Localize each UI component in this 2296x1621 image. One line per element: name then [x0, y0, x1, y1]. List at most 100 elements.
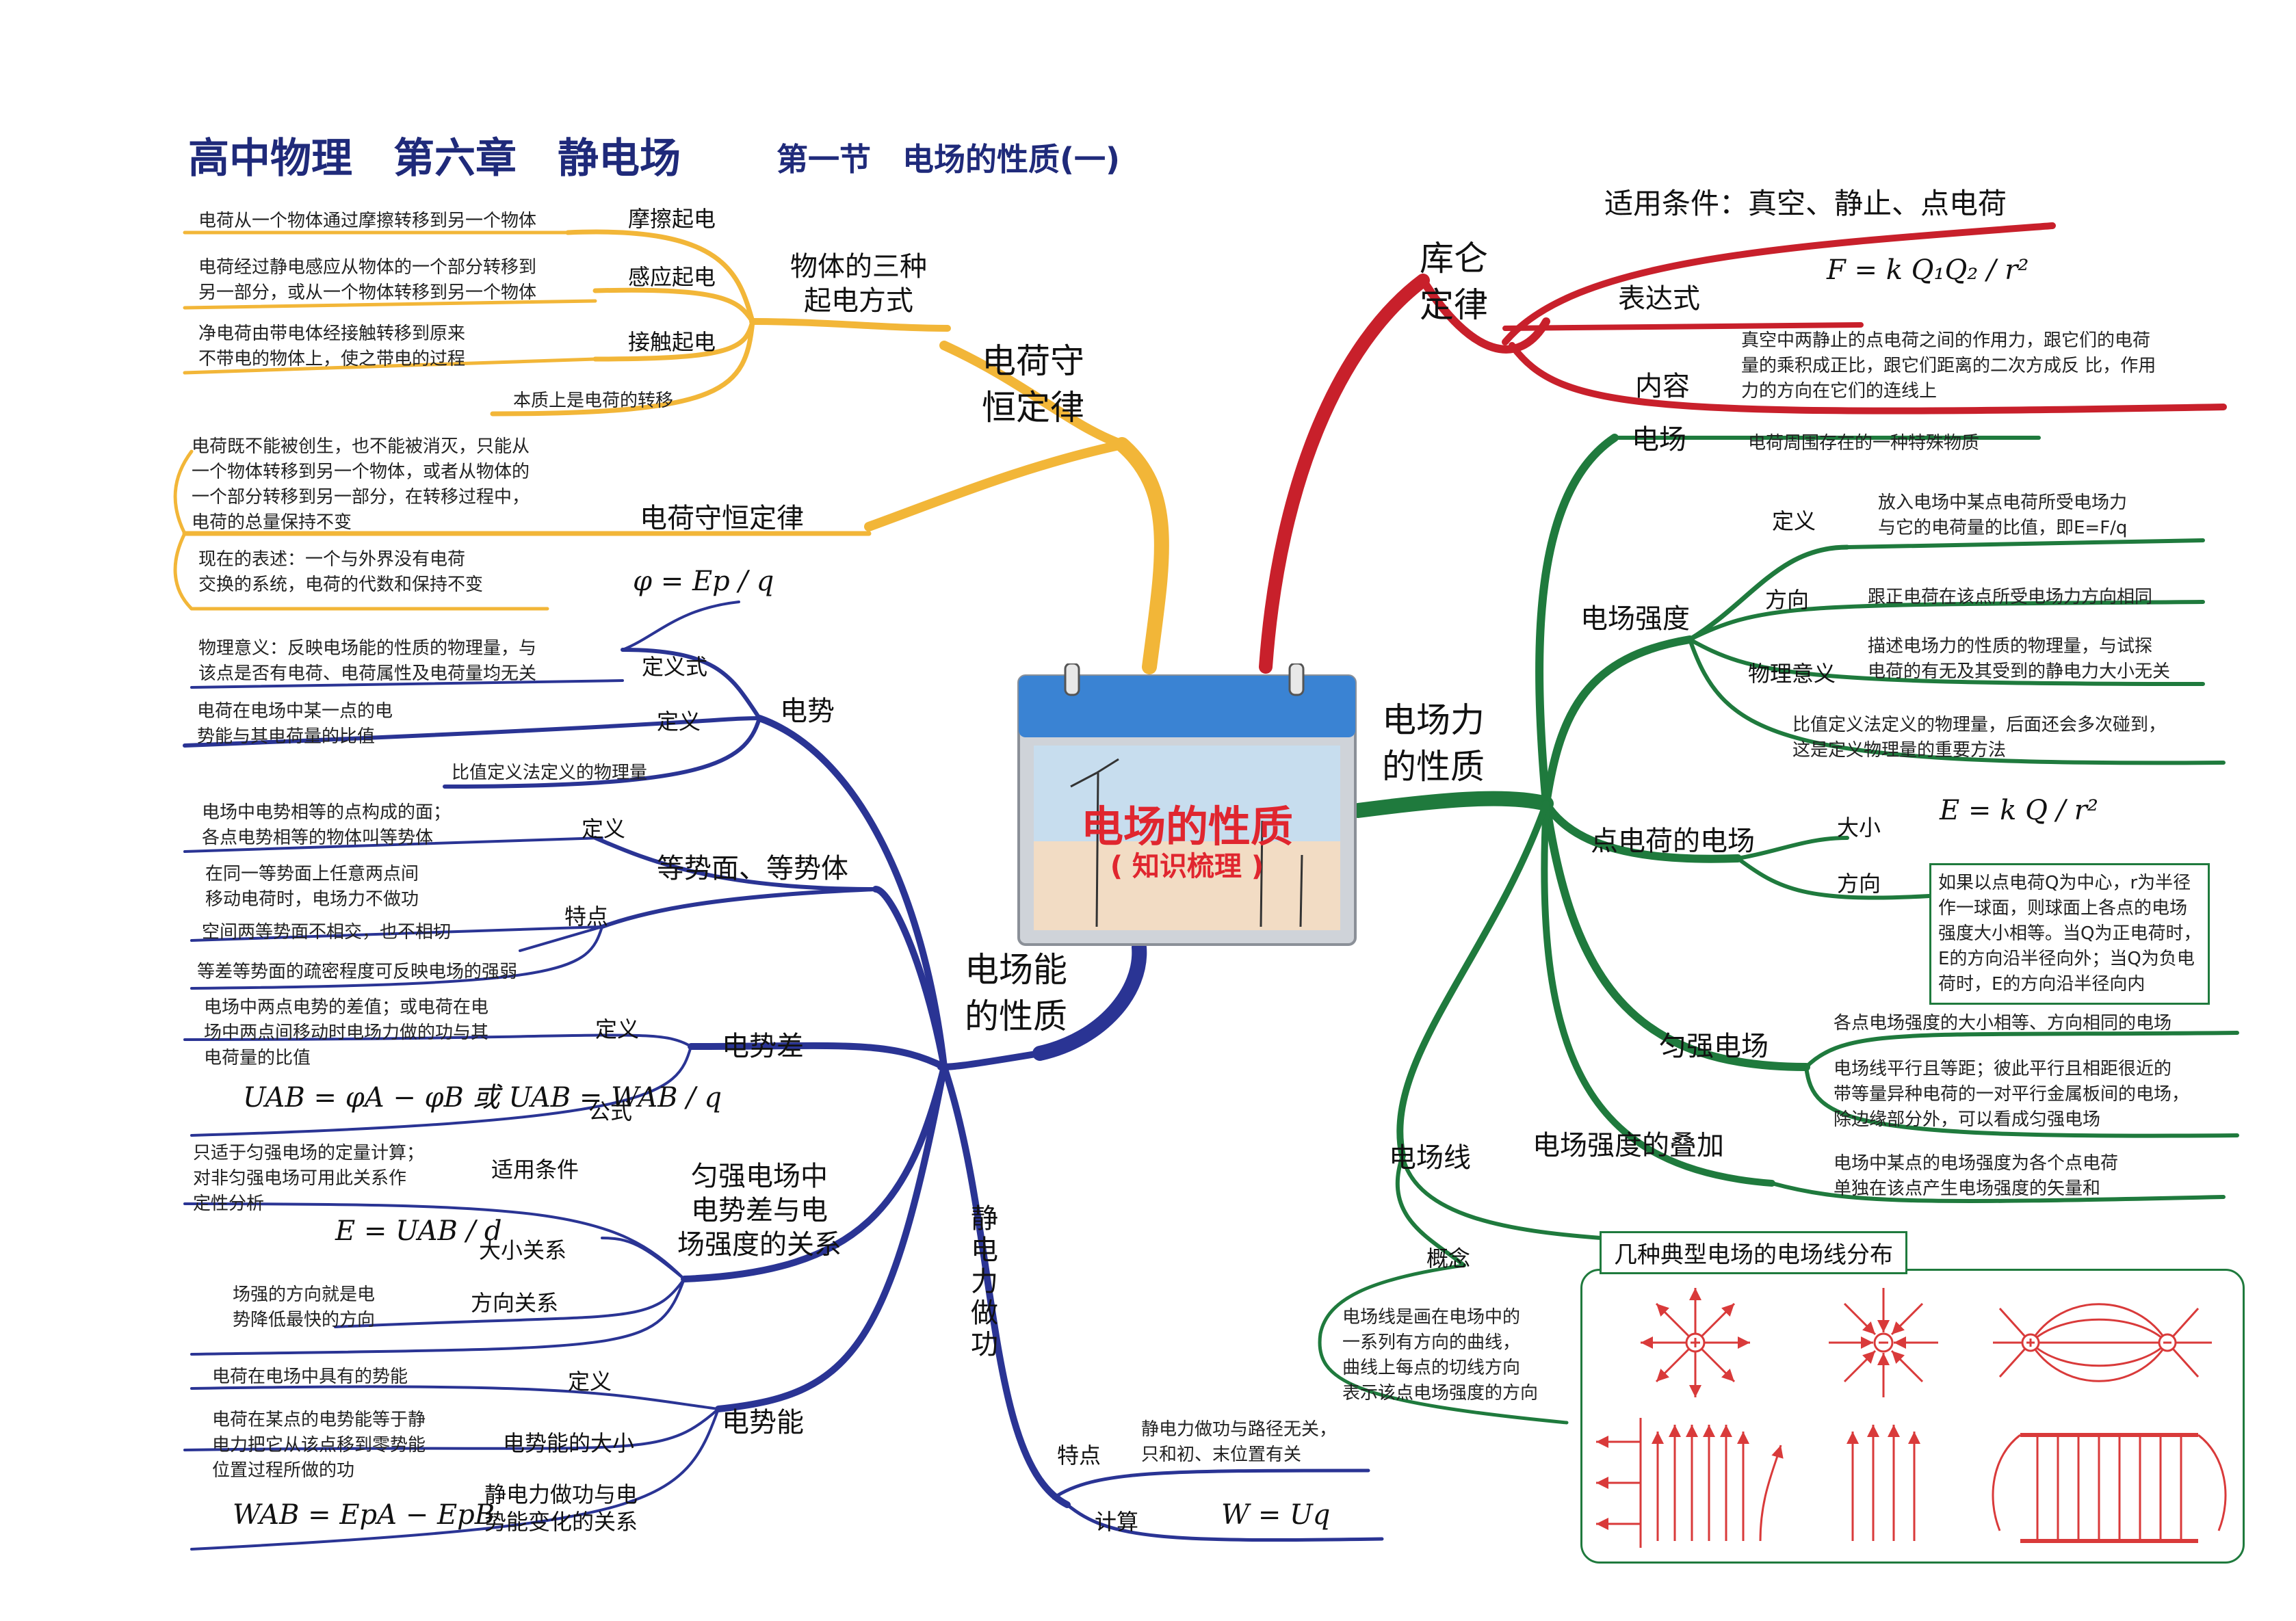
potential-energy-label: 电势能 [722, 1407, 804, 1438]
equipotential-feature-label: 特点 [564, 904, 609, 930]
parallel-plates-field-icon [1992, 1433, 2227, 1543]
coulomb-condition: 适用条件：真空、静止、点电荷 [1604, 187, 2007, 220]
trunk-energy [1032, 940, 1147, 1061]
page-title: 高中物理 第六章 静电场 [188, 135, 681, 183]
contact-label: 接触起电 [628, 329, 716, 355]
potential-diff-formula: UAB = φA − φB 或 UAB = WAB / q [243, 1082, 722, 1113]
intensity-meaning-desc: 描述电场力的性质的物理量，与试探 电荷的有无及其受到的静电力大小无关 [1868, 636, 2171, 682]
coulomb-formula: F = k Q₁Q₂ / r² [1827, 254, 2029, 286]
uniform-cond-desc: 只适于匀强电场的定量计算； 对非匀强电场可用此关系作 定性分析 [193, 1143, 425, 1214]
field-line-diagrams [1596, 1288, 2227, 1548]
uniform-cond-label: 适用条件 [491, 1157, 579, 1183]
pe-size-desc: 电荷在某点的电势能等于静 电力把它从该点移到零势能 位置过程所做的功 [212, 1410, 426, 1481]
electric-field-label: 电场 [1632, 424, 1686, 456]
field-lines-label: 电场线 [1389, 1142, 1471, 1174]
intensity-dir-desc: 跟正电荷在该点所受电场力方向相同 [1868, 587, 2153, 607]
work-feature-desc: 静电力做功与路径无关， 只和初、末位置有关 [1141, 1419, 1338, 1465]
uniform-size-formula: E = UAB / d [335, 1215, 502, 1247]
center-subtitle: ( 知识梳理 ) [1110, 851, 1264, 882]
superposition-label: 电场强度的叠加 [1532, 1130, 1724, 1161]
point-size-label: 大小 [1837, 815, 1881, 841]
intensity-method-note: 比值定义法定义的物理量，后面还会多次碰到， 这是定义物理量的重要方法 [1792, 715, 2167, 761]
field-lines-concept-label: 概念 [1426, 1246, 1471, 1271]
conservation-law-label: 电荷守恒定律 [640, 503, 804, 534]
field-lines-concept-desc: 电场线是画在电场中的 一系列有方向的曲线， 曲线上每点的切线方向 表示该点电场强… [1342, 1307, 1539, 1403]
uniform-field-desc2: 电场线平行且等距；彼此平行且相距很近的 带等量异种电荷的一对平行金属板间的电场，… [1834, 1059, 2190, 1130]
electric-field-desc: 电荷周围存在的一种特殊物质 [1748, 433, 1980, 453]
potential-diff-label: 电势差 [722, 1031, 804, 1062]
charging-essence: 本质上是电荷的转移 [513, 391, 674, 411]
center-topic-card: 电场的性质 ( 知识梳理 ) [1016, 662, 1358, 947]
positive-charge-field-icon [1641, 1288, 1750, 1397]
work-calc-formula: W = Uq [1221, 1499, 1331, 1531]
equipotential-feature1: 在同一等势面上任意两点间 移动电荷时，电场力不做功 [205, 864, 419, 910]
pe-size-label: 电势能的大小 [503, 1430, 635, 1456]
induction-label: 感应起电 [628, 264, 716, 290]
point-dir-label: 方向 [1837, 871, 1881, 897]
conservation-law-desc: 电荷既不能被创生，也不能被消灭，只能从 一个物体转移到另一个物体，或者从物体的 … [192, 436, 530, 533]
center-title: 电场的性质 [1080, 802, 1293, 852]
superposition-desc: 电场中某点的电场强度为各个点电荷 单独在该点产生电场强度的矢量和 [1834, 1153, 2119, 1199]
induction-desc: 电荷经过静电感应从物体的一个部分转移到 另一部分，或从一个物体转移到另一个物体 [198, 257, 537, 303]
equipotential-def-desc: 电场中电势相等的点构成的面； 各点电势相等的物体叫等势体 [202, 802, 452, 848]
work-feature-label: 特点 [1057, 1442, 1101, 1468]
trunk-charge [1114, 437, 1169, 674]
equipotential-feature2: 空间两等势面不相交，也不相切 [202, 922, 452, 943]
coulomb-content-label: 内容 [1635, 371, 1690, 402]
pe-def-label: 定义 [568, 1369, 612, 1395]
intensity-def-label: 定义 [1772, 508, 1816, 534]
electric-work-label: 静电力做功 [966, 1204, 997, 1361]
potential-def-desc: 电荷在电场中某一点的电 势能与其电荷量的比值 [197, 701, 393, 747]
charging-methods-label: 物体的三种 起电方式 [790, 251, 927, 317]
potential-label: 电势 [780, 696, 835, 727]
equipotential-feature3: 等差等势面的疏密程度可反映电场的强弱 [197, 962, 518, 982]
coulomb-content-desc: 真空中两静止的点电荷之间的作用力，跟它们的电荷 量的乘积成正比，跟它们距离的二次… [1741, 330, 2156, 401]
uniform-size-label: 大小关系 [479, 1237, 567, 1263]
trunk-field [1351, 791, 1554, 818]
potential-diff-formula-label: 公式 [588, 1098, 633, 1124]
conservation-modern-desc: 现在的表述：一个与外界没有电荷 交换的系统，电荷的代数和保持不变 [198, 549, 484, 595]
potential-diff-def-label: 定义 [595, 1016, 640, 1042]
intensity-def-desc: 放入电场中某点电荷所受电场力 与它的电荷量的比值，即E=F/q [1878, 492, 2128, 538]
intensity-dir-label: 方向 [1765, 587, 1810, 613]
typical-field-lines-panel [1580, 1269, 2245, 1564]
contact-desc: 净电荷由带电体经接触转移到原来 不带电的物体上，使之带电的过程 [198, 324, 466, 369]
point-size-formula: E = k Q / r² [1940, 795, 2098, 826]
coulomb-law-label: 库仑 定律 [1420, 239, 1488, 325]
charged-plate-field-icon [1596, 1418, 1784, 1548]
potential-def-label: 定义 [657, 709, 701, 735]
calendar-icon [1017, 662, 1357, 946]
uniform-field-lines-icon [1847, 1425, 1920, 1541]
equipotential-label: 等势面、等势体 [657, 853, 848, 884]
field-intensity-label: 电场强度 [1580, 603, 1690, 635]
potential-formula: φ = Ep / q [633, 566, 774, 597]
coulomb-expression-label: 表达式 [1618, 283, 1700, 315]
field-energy-label: 电场能 的性质 [965, 950, 1067, 1036]
potential-diff-def-desc: 电场中两点电势的差值；或电荷在电 场中两点间移动时电场力做的功与其 电荷量的比值 [204, 997, 489, 1068]
point-dir-desc: 如果以点电荷Q为中心，r为半径 作一球面，则球面上各点的电场 强度大小相等。当Q… [1929, 863, 2210, 1005]
friction-label: 摩擦起电 [628, 206, 716, 232]
uniform-relation-label: 匀强电场中 电势差与电 场强度的关系 [677, 1161, 842, 1261]
work-calc-label: 计算 [1095, 1509, 1139, 1535]
uniform-field-label: 匀强电场 [1659, 1031, 1769, 1062]
uniform-dir-label: 方向关系 [471, 1290, 559, 1316]
uniform-dir-desc: 场强的方向就是电 势降低最快的方向 [233, 1284, 376, 1330]
page-subtitle: 第一节 电场的性质(一) [777, 141, 1121, 178]
pe-relation-formula: WAB = EpA − EpB [233, 1499, 495, 1531]
charge-conservation-label: 电荷守 恒定律 [982, 341, 1084, 427]
pe-relation-label: 静电力做功与电 势能变化的关系 [484, 1481, 638, 1535]
intensity-meaning-label: 物理意义 [1748, 661, 1836, 687]
negative-charge-field-icon [1829, 1288, 1938, 1397]
point-charge-field-label: 点电荷的电场 [1591, 826, 1755, 857]
field-force-label: 电场力 的性质 [1382, 700, 1485, 787]
equipotential-def-label: 定义 [582, 816, 626, 842]
potential-meaning: 物理意义：反映电场能的性质的物理量，与 该点是否有电荷、电荷属性及电荷量均无关 [198, 638, 537, 684]
friction-desc: 电荷从一个物体通过摩擦转移到另一个物体 [198, 211, 537, 231]
trunk-coulomb [1259, 274, 1430, 674]
potential-formula-label: 定义式 [642, 654, 708, 680]
typical-field-lines-label: 几种典型电场的电场线分布 [1600, 1231, 1907, 1274]
uniform-field-desc1: 各点电场强度的大小相等、方向相同的电场 [1834, 1013, 2172, 1033]
potential-ratio-note: 比值定义法定义的物理量 [452, 763, 648, 783]
